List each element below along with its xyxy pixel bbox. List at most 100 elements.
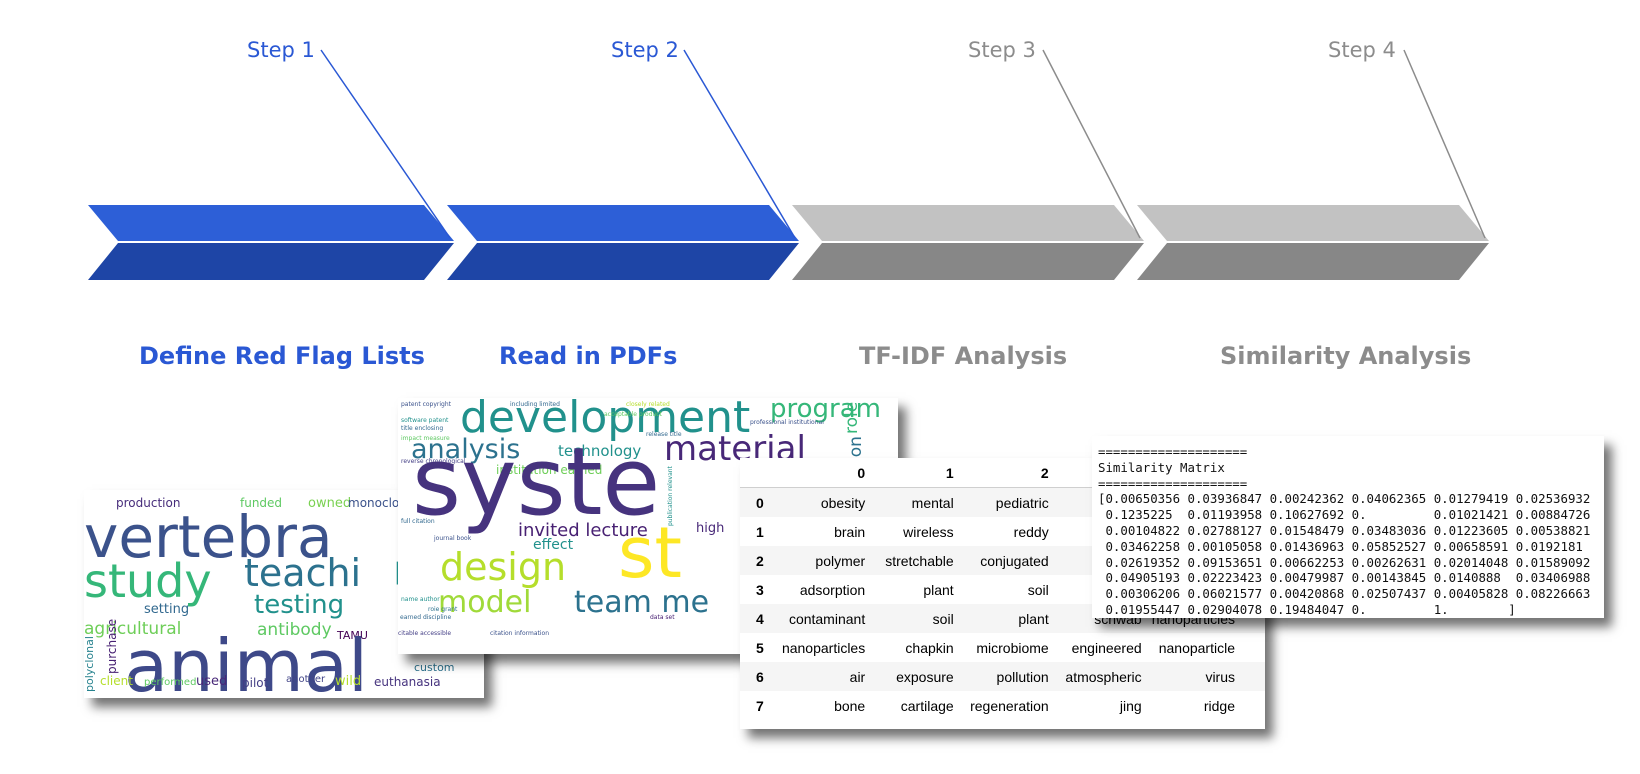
table-cell: cartilage [900,697,954,714]
table-cell: chapkin [905,639,954,656]
word: roie grant [428,606,458,613]
table-cell: stretchable [885,552,954,569]
word: funded [240,496,283,510]
row-index: 2 [756,552,764,569]
chevron-step-4-top [1137,205,1489,241]
word: model [438,585,532,620]
leader-line-step-1 [320,49,451,239]
row-index: 1 [756,523,764,540]
word: agricultural [84,619,182,639]
row-index: 6 [756,668,764,685]
leader-line-step-4 [1403,49,1486,239]
step-4-label: Step 4 [1328,38,1396,62]
word: owned [308,496,352,511]
matrix-line: 0.00306206 0.06021577 0.00420868 0.02507… [1098,586,1591,602]
table-cell: bone [834,697,866,714]
table-cell: polymer [815,552,866,569]
table-cell: plant [923,581,954,598]
matrix-line: 0.04905193 0.02223423 0.00479987 0.00143… [1098,570,1591,586]
table-cell: nanoparticle [1158,639,1235,656]
leader-line-step-3 [1042,49,1141,239]
word: patent copyright [401,401,452,408]
matrix-line: 0.1235225 0.01193958 0.10627692 0. 0.010… [1098,507,1591,523]
matrix-line: [0.00650356 0.03936847 0.00242362 0.0406… [1098,491,1591,507]
word: including limited [510,401,560,408]
table-cell: mental [911,494,954,511]
word: euthanasia [374,675,441,689]
word: program [770,398,881,424]
matrix-line: 0.03462258 0.00105058 0.01436963 0.05852… [1098,538,1583,554]
leader-line-step-2 [683,49,796,239]
table-cell: plant [1018,610,1049,627]
word: role [842,401,862,434]
table-cell: exposure [896,668,954,685]
chevron-step-3-bottom [792,243,1144,280]
step-2-label-text: Step 2 [611,38,679,62]
word: production [116,496,181,510]
word: journal book [434,535,472,542]
step-2-heading: Read in PDFs [499,342,678,370]
table-cell: pollution [996,668,1049,685]
chevron-step-4-bottom [1137,243,1489,280]
matrix-line: Similarity Matrix [1098,459,1225,475]
table-cell: conjugated [980,552,1049,569]
word: publication relevant [667,466,674,526]
word: testing [254,590,345,620]
word-cloud-pdfs: patent copyright including limited close… [398,398,898,654]
word-cloud-red-flags: production funded owned monoclor vertebr… [84,490,484,698]
word: purchase [105,618,119,674]
word: high [696,521,725,536]
word: team me [574,585,710,620]
matrix-line: 0.00104822 0.02788127 0.01548479 0.03483… [1098,522,1591,538]
word: development [460,398,751,443]
word: reverse chronological [401,458,466,465]
similarity-matrix-text: ====================Similarity Matrix===… [1092,436,1604,618]
row-index: 0 [756,494,764,511]
table-cell: reddy [1013,523,1049,540]
row-index: 5 [756,639,764,656]
word: full citation [401,518,435,525]
table-cell: regeneration [970,697,1049,714]
step-1-label: Step 1 [247,38,315,62]
word: professional institutional [750,419,824,426]
word: TAMU [337,629,368,642]
table-header [740,458,777,488]
table-header: 0 [776,458,876,488]
table-header: 2 [963,458,1059,488]
word: institution earned [496,463,603,477]
word: used [196,674,228,689]
table-cell: contaminant [788,610,866,627]
table-cell: ridge [1203,697,1235,714]
word: another [286,674,326,685]
word: impact measure [401,435,450,442]
word: polyclonal [84,636,96,692]
word: teachi [244,551,362,595]
step-2-label: Step 2 [611,38,679,62]
word: pilot [242,676,269,690]
word: performed [144,677,197,688]
table-cell: microbiome [976,639,1049,656]
word: invited lecture [518,520,648,541]
table-cell: soil [932,610,954,627]
table-header: 1 [875,458,964,488]
table-cell: pediatric [995,494,1049,511]
word: data set [650,614,675,621]
word: name author [401,596,440,603]
word: effect [533,537,574,553]
table-cell: jing [1119,697,1142,714]
chevron-step-1-bottom [88,243,454,280]
chevron-step-2-top [447,205,799,241]
word: client [100,674,133,688]
table-cell: brain [834,523,866,540]
word: citation information [490,630,550,637]
matrix-line: ==================== [1098,475,1248,491]
table-cell: soil [1027,581,1049,598]
word: study [84,554,212,608]
word: release title [646,431,682,438]
word: citable accessible [398,630,452,637]
